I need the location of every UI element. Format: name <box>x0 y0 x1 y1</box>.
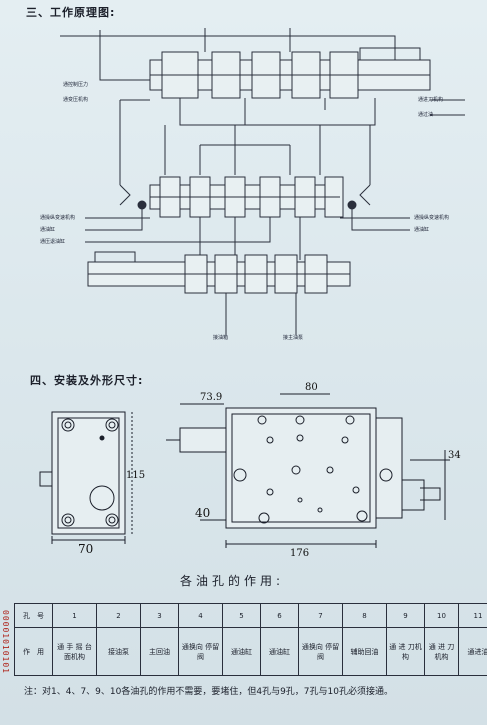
table-cell: 通 进 刀机构 <box>424 627 459 676</box>
side-margin-mark: 00001010101 <box>1 610 10 674</box>
label-pressure-return-cylinder: 通压退油缸 <box>40 239 66 245</box>
label-to-main-pump: 接主油泵 <box>283 335 304 341</box>
oil-hole-table: 孔 号 1 2 3 4 5 6 7 8 9 10 11 作 用 通 手 摇 台面… <box>14 603 487 676</box>
installation-note: 注：对1、4、7、9、10各油孔的作用不需要，要堵住，但4孔与9孔，7孔与10孔… <box>24 687 393 697</box>
table-cell: 通油缸 <box>260 627 299 676</box>
label-speed-change-mechanism: 通变压机构 <box>63 97 89 103</box>
table-header-cell: 作 用 <box>14 627 53 676</box>
table-cell: 10 <box>424 603 459 628</box>
table-cell: 6 <box>260 603 299 628</box>
section-4-title: 四、安装及外形尺寸: <box>30 374 144 387</box>
label-control-pressure: 通控制压力 <box>63 82 89 88</box>
table-cell: 主回油 <box>140 627 179 676</box>
table-cell: 11 <box>458 603 487 628</box>
table-cell: 3 <box>140 603 179 628</box>
table-cell: 接油泵 <box>96 627 141 676</box>
oil-hole-table-title: 各油孔的作用: <box>180 574 285 588</box>
dimension-73: 73.9 <box>200 392 223 403</box>
label-cylinder-right: 通油缸 <box>414 227 430 233</box>
label-to-oil-tank: 接油箱 <box>213 335 229 341</box>
table-cell: 通 进 刀机构 <box>386 627 425 676</box>
dimension-40: 40 <box>195 506 211 520</box>
table-cell: 9 <box>386 603 425 628</box>
dimension-70: 70 <box>78 542 94 556</box>
table-row: 孔 号 1 2 3 4 5 6 7 8 9 10 11 <box>14 603 487 628</box>
table-cell: 8 <box>342 603 387 628</box>
dimension-80: 80 <box>305 382 318 393</box>
section-3-title: 三、工作原理图: <box>26 6 116 19</box>
dimension-34: 34 <box>448 450 461 461</box>
table-cell: 7 <box>298 603 343 628</box>
dimension-176: 176 <box>290 548 310 559</box>
table-cell: 1 <box>52 603 97 628</box>
table-cell: 2 <box>96 603 141 628</box>
table-header-cell: 孔 号 <box>14 603 53 628</box>
label-operate-speed-mechanism-right: 通操纵变速机构 <box>414 215 450 221</box>
table-cell: 通进油 <box>458 627 487 676</box>
table-cell: 通换向 停留阀 <box>178 627 223 676</box>
label-operate-speed-mechanism-left: 通操纵变速机构 <box>40 215 76 221</box>
table-cell: 通 手 摇 台面机构 <box>52 627 97 676</box>
label-feed-mechanism: 通进刀机构 <box>418 97 444 103</box>
table-row: 作 用 通 手 摇 台面机构 接油泵 主回油 通换向 停留阀 通油缸 通油缸 通… <box>14 627 487 676</box>
dimension-115: 115 <box>126 470 146 481</box>
label-through-oil: 通过油 <box>418 112 434 118</box>
label-cylinder-left: 通油缸 <box>40 227 56 233</box>
table-cell: 通油缸 <box>222 627 261 676</box>
table-cell: 5 <box>222 603 261 628</box>
table-cell: 辅助回油 <box>342 627 387 676</box>
table-cell: 通换向 停留阀 <box>298 627 343 676</box>
table-cell: 4 <box>178 603 223 628</box>
